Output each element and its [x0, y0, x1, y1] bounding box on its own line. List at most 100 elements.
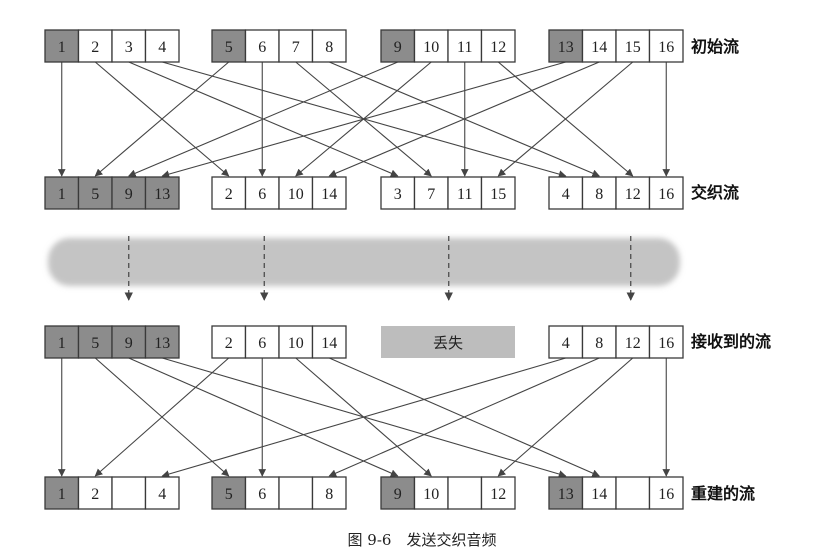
label-original-stream: 初始流	[691, 37, 739, 56]
packet-number: 14	[591, 39, 607, 56]
packet-number: 1	[58, 186, 66, 203]
figure-caption: 图 9-6 发送交织音频	[348, 531, 497, 549]
packet-cell	[447, 29, 483, 63]
packet-number: 2	[225, 335, 233, 352]
packet-number: 9	[125, 186, 133, 203]
packet-number: 3	[125, 39, 133, 56]
packet-cell	[244, 176, 280, 210]
packet-cell	[244, 476, 280, 510]
interleave-arrow	[128, 61, 398, 177]
packet-cell	[581, 29, 617, 63]
packet-number: 16	[658, 39, 674, 56]
packet-number: 1	[58, 335, 66, 352]
packet-number: 11	[457, 39, 472, 56]
packet-number: 2	[91, 39, 99, 56]
packet-cell	[77, 325, 113, 359]
packet-number: 13	[154, 186, 170, 203]
packet-cell	[648, 176, 684, 210]
packet-number: 5	[225, 39, 233, 56]
packet-cell	[311, 176, 347, 210]
missing-cell	[447, 476, 483, 510]
packet-cell	[311, 29, 347, 63]
label-rebuilt-stream: 重建的流	[691, 484, 755, 503]
packet-number: 8	[595, 186, 603, 203]
packet-cell	[615, 176, 651, 210]
packet-cell	[211, 29, 247, 63]
channel-band	[48, 238, 680, 286]
packet-cell	[581, 325, 617, 359]
packet-cell	[581, 176, 617, 210]
packet-cell	[144, 29, 180, 63]
packet-cell	[311, 325, 347, 359]
packet-number: 16	[658, 186, 674, 203]
packet-cell	[480, 29, 516, 63]
packet-number: 14	[321, 335, 337, 352]
label-interleaved-stream: 交织流	[691, 183, 739, 202]
packet-cell	[44, 325, 80, 359]
packet-cell	[615, 29, 651, 63]
packet-cell	[648, 325, 684, 359]
packet-number: 12	[625, 335, 641, 352]
packet-number: 1	[58, 39, 66, 56]
packet-number: 4	[158, 39, 166, 56]
packet-number: 3	[394, 186, 402, 203]
packet-number: 13	[558, 486, 574, 503]
packet-cell	[413, 476, 449, 510]
packet-number: 12	[490, 486, 506, 503]
packet-cell	[211, 325, 247, 359]
transmission-channel	[48, 236, 680, 301]
packet-number: 6	[258, 486, 266, 503]
packet-number: 8	[325, 486, 333, 503]
packet-number: 10	[423, 39, 439, 56]
packet-cell	[447, 176, 483, 210]
packet-cell	[278, 325, 314, 359]
packet-cell	[380, 176, 416, 210]
packet-cell	[211, 176, 247, 210]
packet-cell	[480, 176, 516, 210]
arrow-layer	[57, 61, 671, 478]
packet-cell	[44, 176, 80, 210]
packet-cell	[311, 476, 347, 510]
deinterleave-arrow	[94, 357, 230, 477]
packet-number: 12	[490, 39, 506, 56]
packet-number: 14	[591, 486, 607, 503]
interleave-arrow	[161, 61, 566, 178]
packet-number: 7	[427, 186, 435, 203]
missing-cell	[111, 476, 147, 510]
packet-number: 13	[558, 39, 574, 56]
packet-number: 14	[321, 186, 337, 203]
packet-number: 9	[394, 39, 402, 56]
packet-number: 8	[595, 335, 603, 352]
label-received-stream: 接收到的流	[691, 332, 771, 351]
packet-number: 7	[292, 39, 300, 56]
packet-cell	[480, 476, 516, 510]
packet-cell	[648, 476, 684, 510]
packet-cell	[413, 176, 449, 210]
packet-cell	[615, 325, 651, 359]
packet-number: 4	[158, 486, 166, 503]
packet-number: 15	[625, 39, 641, 56]
packet-cell	[548, 476, 584, 510]
packet-cell	[144, 476, 180, 510]
packet-number: 6	[258, 335, 266, 352]
packet-cell	[77, 476, 113, 510]
packet-number: 10	[423, 486, 439, 503]
lost-packet-block	[381, 326, 515, 358]
interleave-arrow	[497, 61, 634, 177]
missing-cell	[615, 476, 651, 510]
packet-cell	[77, 176, 113, 210]
packet-cell	[111, 29, 147, 63]
packet-cell	[144, 176, 180, 210]
packet-number: 5	[91, 186, 99, 203]
packet-number: 1	[58, 486, 66, 503]
packet-cell	[44, 476, 80, 510]
packet-number: 16	[658, 335, 674, 352]
packet-cell	[548, 176, 584, 210]
packet-number: 11	[457, 186, 472, 203]
packet-number: 2	[225, 186, 233, 203]
packet-number: 5	[225, 486, 233, 503]
packet-cell	[548, 29, 584, 63]
packet-cell	[244, 29, 280, 63]
